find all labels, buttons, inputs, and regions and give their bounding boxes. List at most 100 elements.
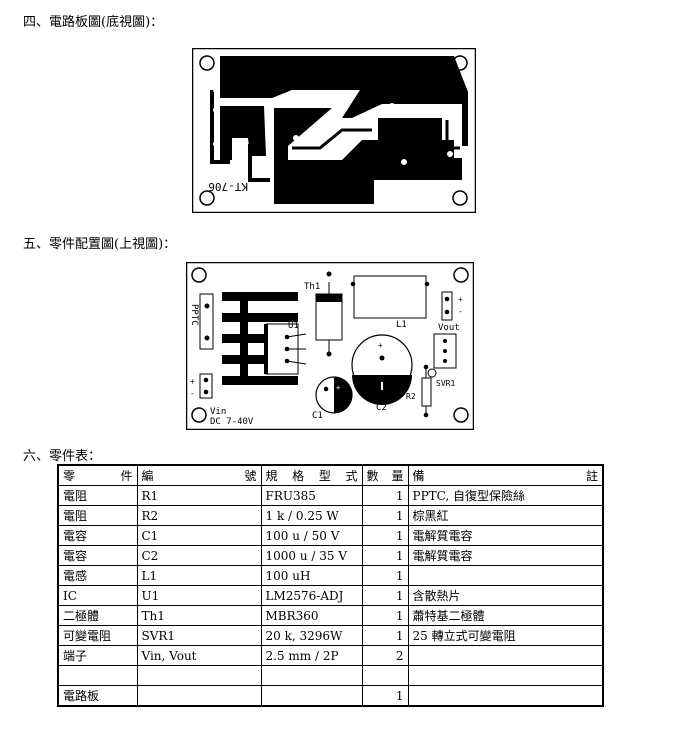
cell-qty: 1 — [361, 485, 409, 506]
th1-label: Th1 — [304, 282, 320, 292]
r2-label: R2 — [406, 392, 416, 401]
cell-qty: 1 — [361, 605, 409, 626]
cell-spec — [260, 685, 363, 707]
cell-part: 電阻 — [57, 505, 138, 526]
section4-title: 四、電路板圖(底視圖)： — [23, 15, 164, 30]
vin-label: Vin — [210, 407, 226, 417]
cell-qty — [361, 665, 409, 686]
cell-note: 棕黑紅 — [407, 505, 604, 526]
vout-terminal — [441, 291, 453, 321]
cell-note: 電解質電容 — [407, 545, 604, 566]
pptc-label: PPTC — [189, 304, 199, 326]
copper-traces — [210, 56, 468, 204]
mounting-hole — [199, 190, 215, 206]
cell-spec: 1 k / 0.25 W — [260, 505, 363, 526]
cell-note — [407, 645, 604, 666]
cell-note — [407, 665, 604, 686]
cell-spec: FRU385 — [260, 485, 363, 506]
pcb-bottom-view: KT-706 — [192, 48, 476, 213]
mounting-hole — [453, 407, 469, 423]
cell-ref: Vin, Vout — [136, 645, 262, 666]
cell-ref: SVR1 — [136, 625, 262, 646]
svg-text:+: + — [336, 384, 340, 392]
mounting-hole — [452, 190, 468, 206]
cell-note — [407, 685, 604, 707]
section6-title: 六、零件表： — [23, 449, 102, 464]
cell-ref: R2 — [136, 505, 262, 526]
cell-part: IC — [57, 585, 138, 606]
u1-label: U1 — [288, 321, 299, 331]
cell-ref: Th1 — [136, 605, 262, 626]
mounting-hole — [199, 55, 215, 71]
svr1-adjust-icon — [427, 368, 437, 378]
cell-spec: LM2576-ADJ — [260, 585, 363, 606]
dc-label: DC 7-40V — [210, 417, 254, 427]
cell-qty: 1 — [361, 505, 409, 526]
cell-note — [407, 565, 604, 586]
vin-plus: + — [190, 377, 195, 386]
cell-ref: U1 — [136, 585, 262, 606]
cell-spec: 20 k, 3296W — [260, 625, 363, 646]
cell-spec — [260, 665, 363, 686]
cell-ref — [136, 685, 262, 707]
vin-minus: - — [190, 389, 195, 398]
header-spec: 規格型式 — [260, 464, 363, 486]
c2-label: C2 — [376, 403, 387, 413]
cell-note: PPTC, 自復型保險絲 — [407, 485, 604, 506]
vout-plus: + — [458, 295, 463, 304]
cell-spec: MBR360 — [260, 605, 363, 626]
cell-ref: C2 — [136, 545, 262, 566]
cell-note: 電解質電容 — [407, 525, 604, 546]
vin-terminal — [199, 373, 213, 399]
cell-ref: L1 — [136, 565, 262, 586]
cell-part: 二極體 — [57, 605, 138, 626]
header-ref: 編號 — [136, 464, 262, 486]
cell-spec: 100 u / 50 V — [260, 525, 363, 546]
svg-text:+: + — [378, 341, 383, 350]
mounting-hole — [191, 407, 207, 423]
cell-qty: 2 — [361, 645, 409, 666]
cell-note: 25 轉立式可變電阻 — [407, 625, 604, 646]
table-row — [57, 665, 604, 686]
cell-part: 可變電阻 — [57, 625, 138, 646]
cell-qty: 1 — [361, 585, 409, 606]
header-qty: 數量 — [361, 464, 409, 486]
c1-capacitor: + — [315, 376, 353, 414]
mounting-hole — [191, 267, 207, 283]
cell-qty: 1 — [361, 565, 409, 586]
table-header-row: 零件 編號 規格型式 數量 備註 — [57, 464, 604, 486]
cell-spec: 2.5 mm / 2P — [260, 645, 363, 666]
svr1-label: SVR1 — [436, 379, 455, 388]
cell-ref: R1 — [136, 485, 262, 506]
cell-part: 電感 — [57, 565, 138, 586]
cell-ref: C1 — [136, 525, 262, 546]
section5-title: 五、零件配置圖(上視圖)： — [23, 237, 177, 252]
l1-outline — [353, 275, 427, 319]
cell-part — [57, 665, 138, 686]
c2-capacitor: + — [351, 334, 413, 405]
pptc-outline — [199, 293, 214, 350]
board-label: KT-706 — [208, 180, 248, 193]
cell-note: 含散熱片 — [407, 585, 604, 606]
cell-qty: 1 — [361, 545, 409, 566]
cell-ref — [136, 665, 262, 686]
cell-spec: 100 uH — [260, 565, 363, 586]
cell-part: 電容 — [57, 525, 138, 546]
l1-label: L1 — [396, 320, 407, 330]
header-part: 零件 — [57, 464, 138, 486]
cell-qty: 1 — [361, 625, 409, 646]
header-note: 備註 — [407, 464, 604, 486]
mounting-hole — [453, 267, 469, 283]
vout-label: Vout — [438, 323, 460, 333]
cell-qty: 1 — [361, 525, 409, 546]
